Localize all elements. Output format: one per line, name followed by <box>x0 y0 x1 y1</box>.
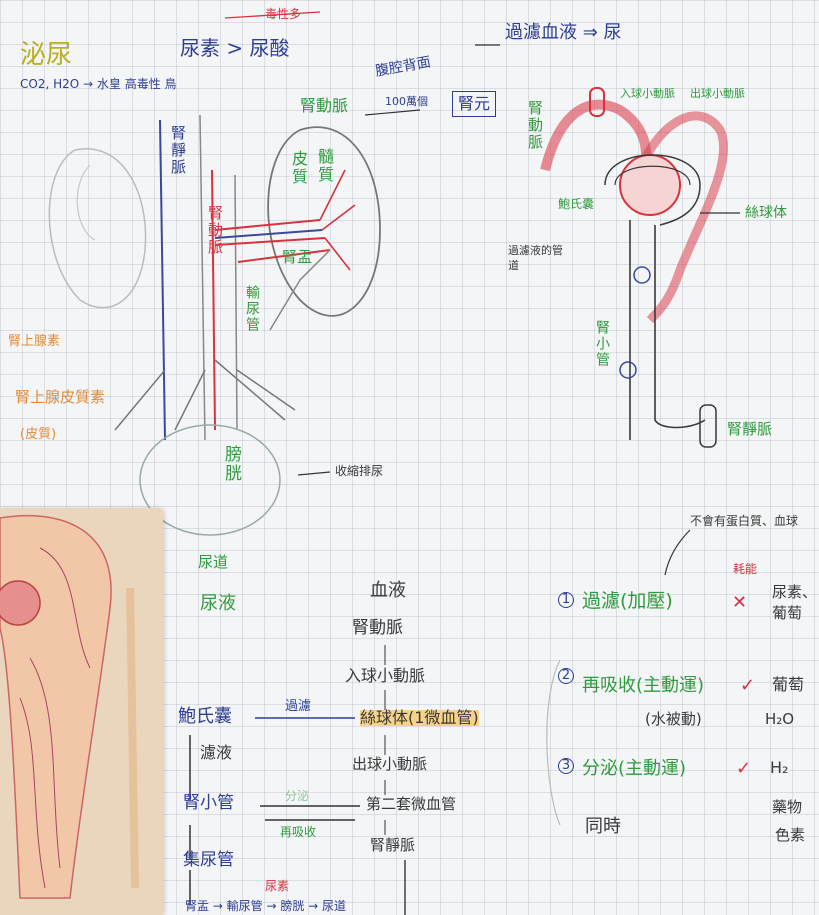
urethra-label: 尿道 <box>198 553 229 571</box>
urine-step-2: 濾液 <box>200 743 233 762</box>
blood-step-5: 第二套微血管 <box>366 795 457 813</box>
adrenal-cortex-sub: (皮質) <box>20 427 57 442</box>
nephron-renal-artery-label: 腎動脈 <box>526 100 544 151</box>
nephron-photo-sketch <box>0 514 139 899</box>
toxicity-note: 毒性多 <box>265 7 302 21</box>
renal-vein-right-label: 腎靜脈 <box>727 420 773 438</box>
process-1-mark: ✕ <box>732 592 748 613</box>
blood-step-4: 出球小動脈 <box>352 755 428 773</box>
afferent-label: 入球小動脈 <box>620 87 675 100</box>
process-2-num: 2 <box>558 668 574 684</box>
process-top-note: 不會有蛋白質、血球 <box>690 514 799 528</box>
simultaneous-label: 同時 <box>585 816 621 837</box>
waste-order: 尿素 > 尿酸 <box>180 36 290 60</box>
blood-step-3: 絲球体(1微血管) <box>360 708 479 727</box>
secrete-arrow-label: 分泌 <box>285 789 310 803</box>
renal-vein-left-label: 腎靜脈 <box>169 125 187 176</box>
process-2-mark: ✓ <box>740 675 756 696</box>
efferent-label: 出球小動脈 <box>690 87 745 100</box>
process-function-note: 耗能 <box>733 562 758 576</box>
urine-bottom-line: 腎盂 → 輸尿管 → 膀胱 → 尿道 <box>185 899 347 913</box>
bladder-label: 膀胱 <box>221 445 241 483</box>
page-title: 泌尿 <box>20 40 73 70</box>
process-2-right: 葡萄 <box>772 675 805 694</box>
process-1-right: 尿素、葡萄 <box>772 583 818 622</box>
renal-artery-label: 腎動脈 <box>300 96 349 115</box>
renal-tubule-label: 腎小管 <box>594 320 610 368</box>
count-label: 100萬個 <box>385 95 428 108</box>
adrenal-label: 腎上腺素 <box>8 334 61 349</box>
urine-bottom-red: 尿素 <box>265 879 290 893</box>
process-1-num: 1 <box>558 592 574 608</box>
urine-step-4: 集尿管 <box>183 850 234 870</box>
process-3-num: 3 <box>558 758 574 774</box>
urine-label: 尿液 <box>200 593 236 614</box>
process-3-right: H₂ <box>770 758 789 777</box>
bladder-note: 收縮排尿 <box>335 464 384 478</box>
process-3-mark: ✓ <box>736 758 752 779</box>
nephron-photo-card <box>0 508 163 915</box>
urine-step-1: 鮑氏囊 <box>178 706 232 727</box>
process-2-label: 再吸收(主動運) <box>582 675 705 696</box>
adrenal-cortex-label: 腎上腺皮質素 <box>15 388 106 406</box>
glomerulus-label: 絲球体 <box>745 205 787 221</box>
bowman-label: 鮑氏囊 <box>558 197 595 211</box>
filter-arrow-label: 過濾 <box>285 699 312 714</box>
tubule-fluid-label: 過濾液的管道 <box>508 244 563 273</box>
filter-heading: 過濾血液 ⇒ 尿 <box>505 22 622 43</box>
renal-pelvis-label: 腎盂 <box>282 248 313 266</box>
process-3-right2: 藥物 <box>772 798 803 816</box>
process-3-label: 分泌(主動運) <box>582 758 687 779</box>
urine-step-3: 腎小管 <box>183 793 234 813</box>
reabsorb-arrow-label: 再吸收 <box>280 825 317 839</box>
blood-flow-head: 血液 <box>370 580 406 601</box>
blood-step-6: 腎靜脈 <box>370 836 416 854</box>
renal-artery-left-label: 腎動脈 <box>206 205 224 256</box>
blood-step-2: 入球小動脈 <box>345 666 426 685</box>
process-2-sub: (水被動) <box>645 710 702 728</box>
process-1-label: 過濾(加壓) <box>582 590 673 612</box>
nephron-box: 腎元 <box>452 91 497 117</box>
process-3-right3: 色素 <box>775 826 806 844</box>
waste-subtitle: CO2, H2O → 水皇 高毒性 鳥 <box>20 77 177 91</box>
ureter-label: 輸尿管 <box>244 285 260 333</box>
blood-step-1: 腎動脈 <box>352 618 403 638</box>
medulla-label: 髓質 <box>315 148 334 184</box>
cortex-label: 皮質 <box>289 150 308 186</box>
process-2-sub-right: H₂O <box>765 710 795 728</box>
